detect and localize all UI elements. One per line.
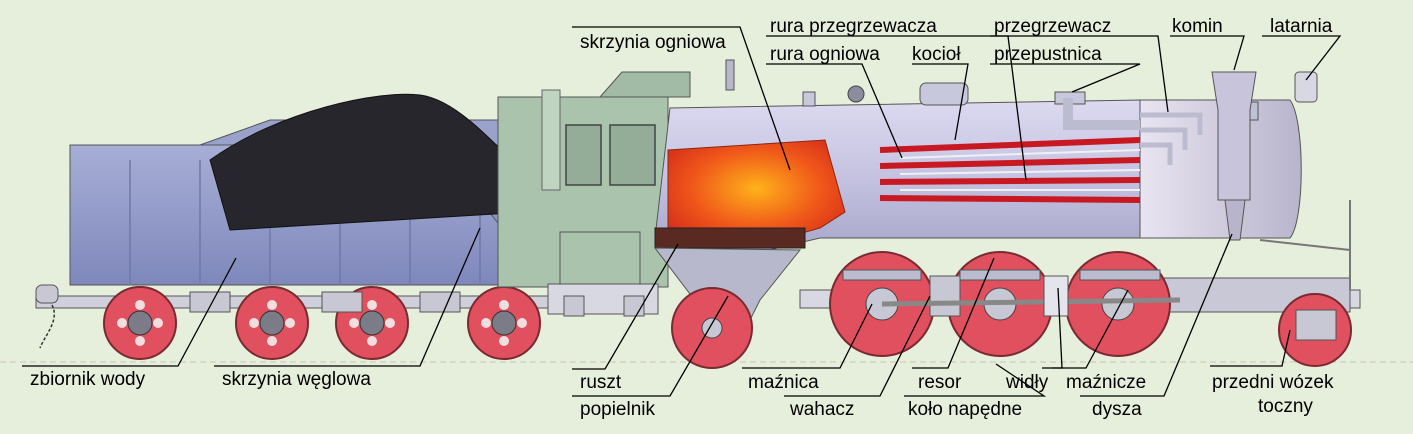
tender-wheel [235, 286, 309, 360]
label-toczny: toczny [1258, 396, 1313, 417]
steam-dome [919, 82, 969, 106]
label-widly: widły [1005, 372, 1049, 393]
tender-wheel [103, 286, 177, 360]
equalizer [929, 275, 961, 317]
cab-window [565, 124, 602, 186]
label-maznicze: maźnicze [1066, 372, 1146, 393]
trailing-wheel [671, 287, 753, 369]
label-dysza: dysza [1092, 399, 1142, 420]
label-skrzynia-weglowa: skrzynia węglowa [222, 369, 371, 390]
label-zbiornik-wody: zbiornik wody [30, 369, 146, 390]
label-skrzynia-ogniowa: skrzynia ogniowa [580, 32, 726, 53]
label-komin: komin [1172, 16, 1223, 37]
connecting-rod [881, 297, 1181, 307]
label-przedni-wozek: przedni wózek [1212, 372, 1334, 393]
fire-tubes [879, 137, 1141, 203]
tender-buffer [35, 284, 59, 304]
label-rura-ogniowa: rura ogniowa [770, 44, 880, 65]
label-wahacz: wahacz [789, 399, 854, 420]
label-resor: resor [918, 372, 962, 393]
label-kociol: kocioł [912, 44, 961, 65]
cab [497, 71, 691, 317]
driving-wheel [1065, 251, 1171, 357]
leader-lines [22, 26, 1342, 397]
label-maznica: maźnica [748, 372, 819, 393]
grate [654, 227, 806, 249]
leaf-spring [959, 269, 1041, 281]
label-przegrzewacz: przegrzewacz [994, 16, 1111, 37]
label-rura-przegrzewacza: rura przegrzewacza [770, 16, 937, 37]
tender-wheel [467, 286, 541, 360]
chimney [1211, 71, 1257, 201]
blast-nozzle [1224, 199, 1246, 241]
label-popielnik: popielnik [580, 399, 655, 420]
cab-roof [598, 71, 691, 98]
superheater-header [1140, 112, 1203, 165]
headlamp-lantern [1294, 71, 1318, 103]
label-latarnia: latarnia [1270, 16, 1333, 37]
label-przepustnica: przepustnica [994, 44, 1102, 65]
label-ruszt: ruszt [580, 372, 622, 393]
cab-window [609, 124, 656, 186]
label-kolo-napedne: koło napędne [908, 399, 1022, 420]
